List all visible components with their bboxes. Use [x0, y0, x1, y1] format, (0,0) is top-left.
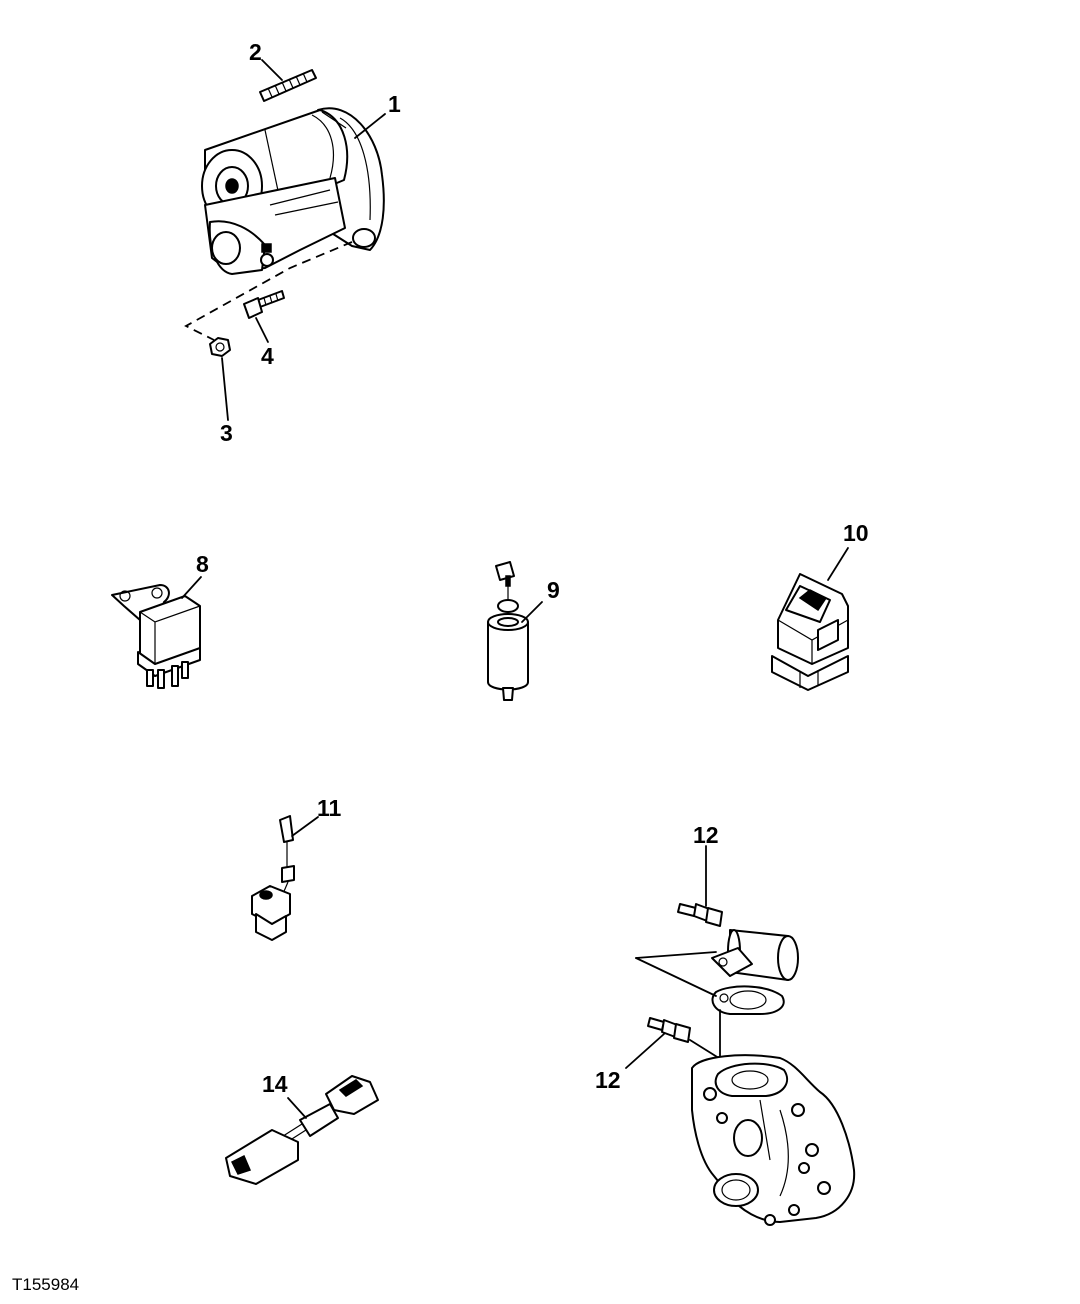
callout-12-lower: 12	[595, 1067, 621, 1093]
leader-11	[291, 816, 319, 837]
callout-3: 3	[220, 420, 233, 446]
temperature-sensor-part	[251, 815, 295, 941]
relay-part	[111, 584, 201, 689]
controller-module-part	[771, 573, 849, 691]
callout-14: 14	[262, 1071, 288, 1097]
mounting-dashed-line	[184, 241, 353, 341]
callout-11: 11	[317, 795, 342, 821]
leader-12-lower	[625, 1033, 665, 1069]
leader-2	[261, 59, 283, 81]
leader-4	[255, 317, 269, 343]
callout-8: 8	[196, 551, 209, 577]
thermostat-housing-assembly	[635, 903, 856, 1226]
callout-9: 9	[547, 577, 560, 603]
leader-3	[221, 357, 229, 421]
callout-12-upper: 12	[693, 822, 719, 848]
bolt-part	[243, 290, 285, 319]
stud-part	[259, 69, 317, 102]
leader-8	[181, 576, 202, 599]
figure-id: T155984	[12, 1275, 79, 1294]
wiring-harness-part	[225, 1075, 379, 1185]
solenoid-part	[487, 561, 529, 701]
starter-motor-part	[201, 107, 385, 275]
leader-10	[827, 547, 849, 581]
nut-part	[209, 337, 231, 357]
callout-2: 2	[249, 39, 262, 65]
leader-1	[354, 113, 386, 139]
callout-10: 10	[843, 520, 869, 546]
callout-4: 4	[261, 343, 274, 369]
temperature-switch-lower	[647, 1017, 691, 1043]
temperature-switch-upper	[677, 903, 723, 927]
callout-1: 1	[388, 91, 401, 117]
leader-9	[521, 601, 543, 623]
leader-14	[287, 1097, 307, 1119]
